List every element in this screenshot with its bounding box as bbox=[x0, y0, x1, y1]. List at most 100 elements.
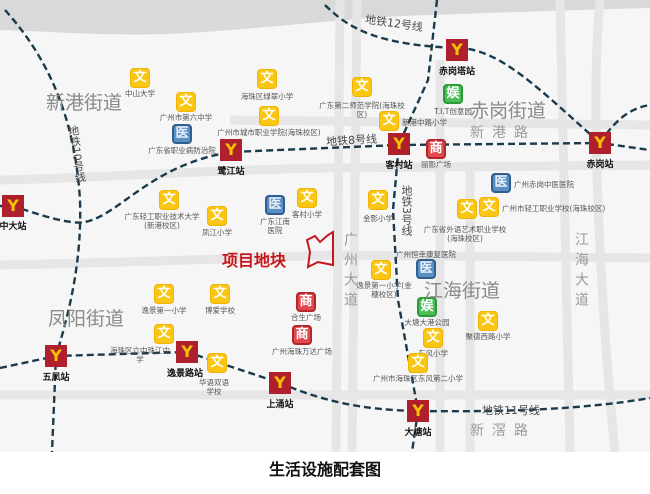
poi-label[interactable]: 广州市海珠区东风第二小学 bbox=[373, 374, 463, 383]
metro-station-icon[interactable]: Y bbox=[269, 372, 291, 394]
education-icon[interactable]: 文 bbox=[154, 284, 174, 304]
poi-label[interactable]: 广州市第六中学 bbox=[159, 113, 213, 122]
poi-label[interactable]: 大塘大港公园 bbox=[404, 318, 450, 327]
education-icon[interactable]: 文 bbox=[207, 206, 227, 226]
education-icon[interactable]: 文 bbox=[479, 197, 499, 217]
education-icon[interactable]: 文 bbox=[423, 328, 443, 348]
hospital-icon[interactable]: 医 bbox=[265, 195, 285, 215]
education-icon[interactable]: 文 bbox=[257, 69, 277, 89]
line-12-path bbox=[324, 4, 601, 144]
metro-station-icon[interactable]: Y bbox=[176, 341, 198, 363]
metro-station-icon[interactable]: Y bbox=[407, 400, 429, 422]
shopping-icon[interactable]: 商 bbox=[296, 292, 316, 312]
poi-label[interactable]: 东风小学 bbox=[418, 349, 448, 358]
river bbox=[0, 0, 650, 35]
education-icon[interactable]: 文 bbox=[457, 199, 477, 219]
entertainment-icon[interactable]: 娱 bbox=[443, 84, 463, 104]
education-icon[interactable]: 文 bbox=[379, 111, 399, 131]
metro-station-icon[interactable]: Y bbox=[2, 195, 24, 217]
metro-line-label: 地铁3号线 bbox=[400, 185, 413, 236]
poi-label[interactable]: 广东第二师范学院(海珠校区) bbox=[319, 101, 405, 119]
education-icon[interactable]: 文 bbox=[297, 188, 317, 208]
hospital-icon[interactable]: 医 bbox=[416, 259, 436, 279]
education-icon[interactable]: 文 bbox=[210, 284, 230, 304]
poi-label[interactable]: 广州海珠万达广场 bbox=[272, 347, 332, 356]
poi-label[interactable]: 广东省职业病防治院 bbox=[148, 146, 216, 155]
poi-label[interactable]: 逸景第一小学(金穗校区) bbox=[356, 281, 412, 299]
education-icon[interactable]: 文 bbox=[154, 324, 174, 344]
poi-label[interactable]: 广州恒幸康复医院 bbox=[396, 250, 456, 259]
education-icon[interactable]: 文 bbox=[408, 353, 428, 373]
metro-station-icon[interactable]: Y bbox=[388, 133, 410, 155]
poi-label[interactable]: 广东省外语艺术职业学校(海珠校区) bbox=[423, 225, 507, 243]
project-plot-label: 项目地块 bbox=[222, 251, 287, 270]
hospital-icon[interactable]: 医 bbox=[491, 173, 511, 193]
hospital-icon[interactable]: 医 bbox=[172, 124, 192, 144]
metro-station-icon[interactable]: Y bbox=[220, 139, 242, 161]
line-8-path bbox=[0, 141, 650, 224]
station-label[interactable]: 赤岗塔站 bbox=[438, 67, 476, 77]
station-label[interactable]: 赤岗站 bbox=[586, 160, 614, 170]
poi-label[interactable]: 逸景第一小学 bbox=[141, 306, 187, 315]
map-caption: 生活设施配套图 bbox=[268, 460, 381, 479]
line-10-path bbox=[4, 9, 82, 452]
station-label[interactable]: 中大站 bbox=[0, 222, 27, 232]
poi-label[interactable]: 聚德西路小学 bbox=[465, 332, 511, 341]
poi-label[interactable]: 广州赤岗中医医院 bbox=[514, 180, 574, 189]
poi-label[interactable]: 合生广场 bbox=[291, 313, 321, 322]
metro-station-icon[interactable]: Y bbox=[589, 132, 611, 154]
poi-label[interactable]: 丽影广场 bbox=[421, 160, 451, 169]
station-label[interactable]: 鹭江站 bbox=[217, 167, 245, 177]
road-label: 新港路 bbox=[470, 125, 536, 141]
shopping-icon[interactable]: 商 bbox=[292, 325, 312, 345]
line-11-path bbox=[0, 350, 650, 413]
shopping-icon[interactable]: 商 bbox=[426, 139, 446, 159]
poi-label[interactable]: 广东江南医院 bbox=[260, 217, 290, 235]
road-label: 江海大道 bbox=[573, 232, 589, 312]
metro-lines bbox=[0, 0, 650, 452]
line-11-ring-path bbox=[598, 103, 650, 144]
district-label: 赤岗街道 bbox=[470, 100, 547, 122]
metro-line-label: 地铁8号线 bbox=[325, 132, 378, 149]
station-label[interactable]: 五凤站 bbox=[42, 373, 70, 383]
poi-label[interactable]: 中山大学 bbox=[125, 89, 155, 98]
map[interactable]: 文中山大学文广州市第六中学医广东省职业病防治院文海珠区绿翠小学文广州市城市职业学… bbox=[0, 0, 650, 452]
poi-label[interactable]: 凤江小学 bbox=[202, 228, 232, 237]
road-label: 广州大道 bbox=[342, 232, 358, 312]
poi-label[interactable]: 博爱学校 bbox=[205, 306, 235, 315]
station-label[interactable]: 客村站 bbox=[385, 161, 413, 171]
poi-label[interactable]: 金影小学 bbox=[363, 214, 393, 223]
poi-label[interactable]: 广东轻工职业技术大学(新港校区) bbox=[124, 212, 200, 230]
poi-label[interactable]: 广州市城市职业学院(海珠校区) bbox=[217, 128, 321, 137]
map-base bbox=[0, 0, 650, 452]
metro-line-label: 地铁11号线 bbox=[482, 404, 540, 417]
education-icon[interactable]: 文 bbox=[371, 260, 391, 280]
poi-label[interactable]: 华语双语学校 bbox=[199, 378, 229, 396]
district-label: 江海街道 bbox=[424, 280, 501, 302]
poi-label[interactable]: 新港中路小学 bbox=[402, 118, 447, 127]
poi-label[interactable]: 广州市轻工职业学校(海珠校区) bbox=[502, 204, 606, 213]
poi-label[interactable]: 海珠区绿翠小学 bbox=[240, 92, 294, 101]
education-icon[interactable]: 文 bbox=[352, 77, 372, 97]
district-label: 凤阳街道 bbox=[48, 308, 125, 330]
poi-label[interactable]: T.I.T创意园 bbox=[434, 107, 472, 116]
education-icon[interactable]: 文 bbox=[368, 190, 388, 210]
roads bbox=[0, 0, 650, 452]
district-label: 新港街道 bbox=[46, 92, 123, 114]
station-label[interactable]: 上涌站 bbox=[266, 400, 294, 410]
entertainment-icon[interactable]: 娱 bbox=[417, 297, 437, 317]
station-label[interactable]: 逸景路站 bbox=[166, 369, 204, 379]
education-icon[interactable]: 文 bbox=[207, 353, 227, 373]
project-plot-outline bbox=[305, 230, 334, 269]
road-label: 新滘路 bbox=[470, 423, 536, 439]
education-icon[interactable]: 文 bbox=[130, 68, 150, 88]
metro-station-icon[interactable]: Y bbox=[45, 345, 67, 367]
metro-station-icon[interactable]: Y bbox=[446, 39, 468, 61]
poi-label[interactable]: 客村小学 bbox=[292, 210, 322, 219]
poi-label[interactable]: 海珠区六中珠江中学 bbox=[110, 346, 170, 364]
education-icon[interactable]: 文 bbox=[176, 92, 196, 112]
education-icon[interactable]: 文 bbox=[478, 311, 498, 331]
education-icon[interactable]: 文 bbox=[259, 106, 279, 126]
station-label[interactable]: 大塘站 bbox=[404, 428, 432, 438]
education-icon[interactable]: 文 bbox=[159, 190, 179, 210]
